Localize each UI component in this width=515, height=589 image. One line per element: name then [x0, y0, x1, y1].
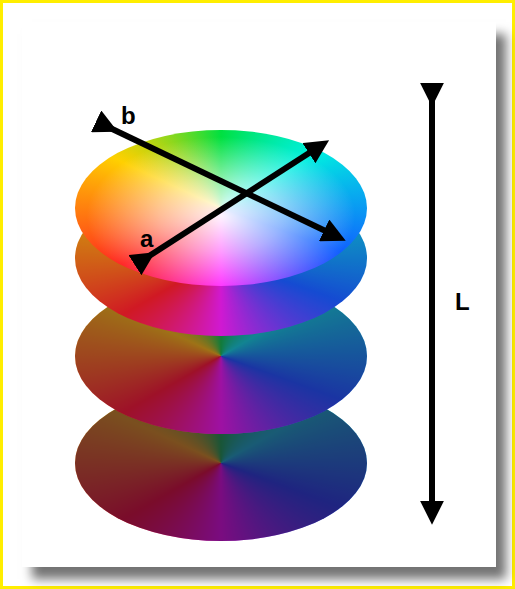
- l-axis-arrow: [429, 96, 435, 514]
- a-axis-label: a: [140, 227, 153, 251]
- l-axis-label: L: [455, 290, 470, 314]
- a-axis-arrow: [146, 146, 320, 258]
- b-axis-arrow: [108, 127, 336, 236]
- b-axis-label: b: [121, 104, 136, 128]
